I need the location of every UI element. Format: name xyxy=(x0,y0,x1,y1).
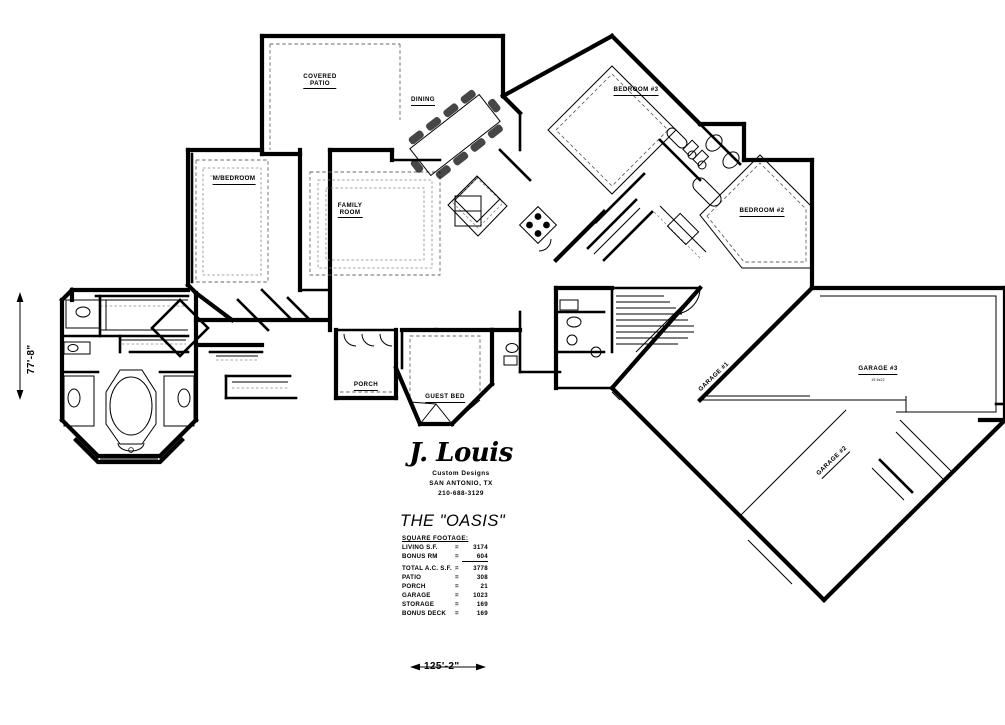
sf-value: 169 xyxy=(476,609,488,617)
sf-value: 3778 xyxy=(473,565,488,573)
stairs xyxy=(610,286,702,354)
overall-width-dimension: 125'-2" xyxy=(424,661,460,672)
sf-label: LIVING S.F. xyxy=(402,543,438,551)
room-label-family-room: FAMILY ROOM xyxy=(337,202,363,219)
sf-eq: = xyxy=(455,553,459,561)
square-footage-table: LIVING S.F. = 3174 BONUS RM = 604 TOTAL … xyxy=(402,544,488,619)
family-room-line-2: ROOM xyxy=(337,209,363,218)
table-row: PORCH = 21 xyxy=(402,583,488,592)
sf-label: STORAGE xyxy=(402,600,435,608)
sf-eq: = xyxy=(455,609,459,617)
sf-label: TOTAL A.C. S.F. xyxy=(402,565,452,573)
room-label-master-bedroom: M/BEDROOM xyxy=(212,175,256,185)
exterior-walls xyxy=(59,33,1005,603)
table-row: LIVING S.F. = 3174 xyxy=(402,544,488,553)
powder-fixtures xyxy=(503,299,602,366)
square-footage-rows: LIVING S.F. = 3174 BONUS RM = 604 TOTAL … xyxy=(402,544,488,619)
sf-value: 3174 xyxy=(473,543,488,551)
title-block: J. Louis Custom Designs SAN ANTONIO, TX … xyxy=(396,440,526,619)
designer-signature: J. Louis xyxy=(409,438,513,468)
table-row: TOTAL A.C. S.F. = 3778 xyxy=(402,562,488,574)
designer-phone: 210-688-3129 xyxy=(438,489,484,497)
sf-eq: = xyxy=(455,583,459,591)
plan-title: THE "OASIS" xyxy=(400,511,506,530)
table-row: STORAGE = 169 xyxy=(402,601,488,610)
sf-label: PORCH xyxy=(402,583,426,591)
square-footage-header: SQUARE FOOTAGE: xyxy=(402,534,469,542)
room-label-porch: PORCH xyxy=(353,381,379,391)
sf-value: 308 xyxy=(476,574,488,582)
sf-value: 1023 xyxy=(473,591,488,599)
room-label-garage-3: GARAGE #3 xyxy=(858,365,898,375)
covered-patio-line-1: COVERED xyxy=(303,73,337,80)
sf-eq: = xyxy=(455,565,459,573)
dimension-lines xyxy=(16,292,486,671)
sf-eq: = xyxy=(455,600,459,608)
sf-label: GARAGE xyxy=(402,591,431,599)
sf-eq: = xyxy=(455,543,459,551)
sf-value: 604 xyxy=(461,552,488,563)
room-label-bedroom-3: BEDROOM #3 xyxy=(613,86,659,96)
table-row: BONUS DECK = 169 xyxy=(402,610,488,619)
overall-depth-dimension: 77'-8" xyxy=(26,344,37,374)
family-room-line-1: FAMILY xyxy=(337,202,363,209)
table-row: GARAGE = 1023 xyxy=(402,592,488,601)
sf-eq: = xyxy=(455,591,459,599)
sf-value: 21 xyxy=(480,583,488,591)
room-label-guest-bed: GUEST BED xyxy=(425,393,465,403)
sf-eq: = xyxy=(455,574,459,582)
sf-label: BONUS RM xyxy=(402,553,438,561)
covered-patio-line-2: PATIO xyxy=(303,80,337,89)
room-label-dining: DINING xyxy=(410,96,436,106)
designer-tagline: Custom Designs xyxy=(432,470,490,477)
bath-fixtures xyxy=(666,127,740,207)
sf-label: BONUS DECK xyxy=(402,609,447,617)
table-row: BONUS RM = 604 xyxy=(402,552,488,563)
sf-label: PATIO xyxy=(402,574,422,582)
kitchen-fixtures xyxy=(447,111,558,252)
sf-value: 169 xyxy=(476,600,488,608)
garage-3-dimension: 19.5x22 xyxy=(871,378,885,382)
room-label-covered-patio: COVERED PATIO xyxy=(303,73,337,90)
room-label-bedroom-2: BEDROOM #2 xyxy=(739,207,785,217)
designer-city: SAN ANTONIO, TX xyxy=(429,479,493,487)
table-row: PATIO = 308 xyxy=(402,574,488,583)
